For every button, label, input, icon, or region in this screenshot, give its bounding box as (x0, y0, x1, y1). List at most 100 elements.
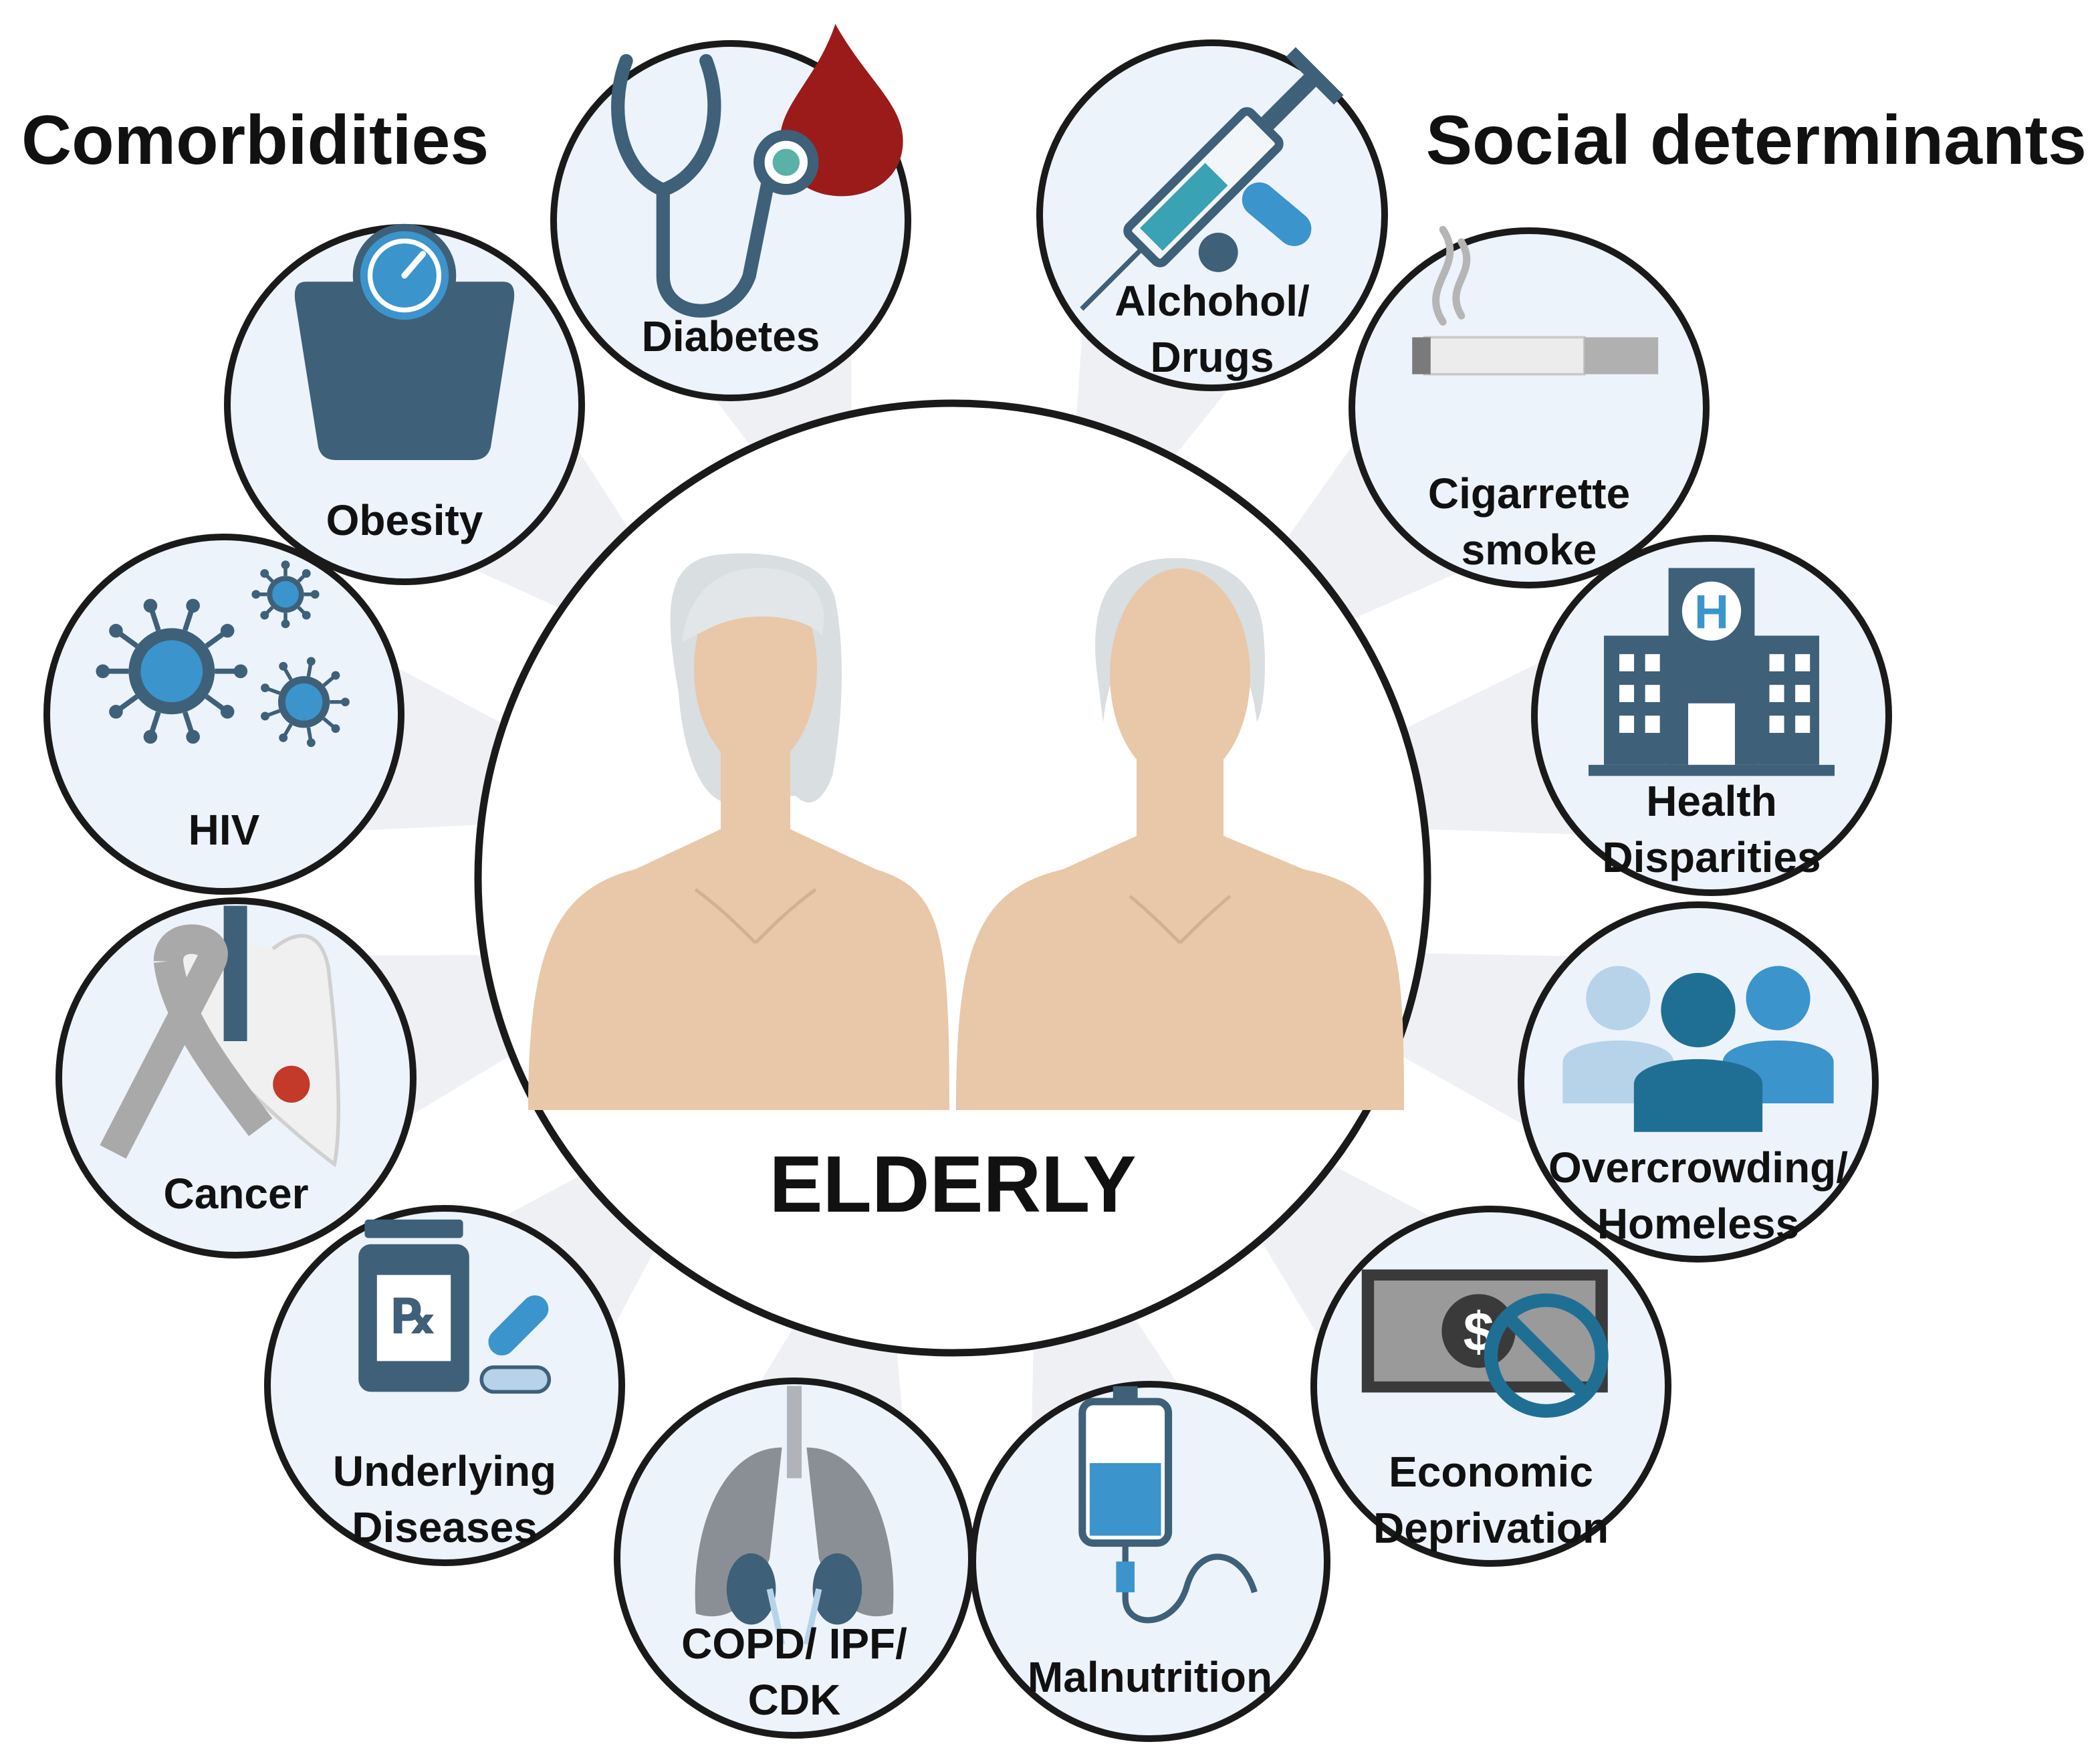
node-cancer: Cancer (55, 897, 417, 1258)
prescription-pills-icon: ℞ (358, 1219, 552, 1394)
node-cigarette-smoke: Cigarrette smoke (1349, 225, 1710, 588)
airway (786, 1386, 802, 1478)
person-head (1586, 966, 1651, 1030)
hospital-window (1795, 654, 1811, 671)
virus-spike-tip (281, 560, 290, 570)
hospital-base (1589, 764, 1835, 776)
node-label-economic-deprivation: Economic (1389, 1448, 1593, 1496)
virus-spike-tip (233, 664, 248, 679)
hospital-window (1619, 654, 1635, 671)
virus-spike-tip (261, 711, 269, 721)
cigarette-smoke-icon (1412, 225, 1659, 376)
comorbidities-heading: Comorbidities (21, 102, 489, 179)
money-prohibited-icon: $ (1361, 1269, 1609, 1418)
node-obesity: Obesity (224, 223, 585, 585)
capsule-pill-flat (479, 1365, 552, 1394)
hospital-building-icon: H (1589, 568, 1835, 776)
woman-hair-top (682, 568, 824, 642)
person-head (1661, 972, 1736, 1048)
man-collarbones (1129, 895, 1232, 944)
man-face (1110, 568, 1250, 782)
woman-silhouette (528, 553, 949, 1110)
node-label-diabetes: Diabetes (642, 312, 820, 360)
virus-spike-tip (186, 730, 200, 744)
node-label-economic-deprivation: Deprivation (1373, 1504, 1609, 1552)
virus-spike-tip (220, 705, 235, 719)
syringe (1080, 47, 1344, 311)
hospital-window (1795, 685, 1811, 702)
node-label-cigarette-smoke: smoke (1462, 526, 1597, 574)
node-label-alcohol-drugs: Alchohol/ (1115, 277, 1310, 325)
hospital-window (1645, 716, 1660, 733)
virus-spike-tip (281, 619, 290, 629)
hospital-window (1769, 654, 1784, 671)
node-label-health-disparities: Disparities (1602, 833, 1821, 881)
left-kidney (726, 1553, 776, 1625)
stethoscope-blood-drop-icon (611, 23, 903, 318)
node-label-cigarette-smoke: Cigarrette (1428, 469, 1630, 518)
virus-spike-tip (96, 664, 110, 679)
scale-needle (401, 251, 427, 279)
center-label: ELDERLY (769, 1139, 1136, 1229)
iv-fluid (1089, 1463, 1161, 1536)
syringe-pills-icon (1080, 47, 1344, 311)
node-circle-malnutrition (969, 1381, 1330, 1742)
virus-spike-tip (220, 623, 235, 638)
woman-neck (721, 749, 790, 836)
node-label-alcohol-drugs: Drugs (1151, 333, 1274, 381)
virus-spike-tip (302, 611, 311, 620)
node-label-copd-ipf-cdk: CDK (748, 1676, 841, 1724)
scale-body (294, 282, 515, 460)
capsule-pill (488, 1295, 549, 1356)
virus-spike-tip (310, 590, 320, 599)
node-label-health-disparities: Health (1646, 777, 1777, 825)
virus-spike-tip (331, 724, 340, 733)
hospital-sign (1681, 581, 1742, 641)
virus-spike-tip (109, 705, 123, 719)
round-pill (1198, 232, 1238, 272)
node-label-overcrowding-homeless: Homeless (1597, 1200, 1799, 1248)
virus-spike-tip (143, 598, 158, 613)
node-copd-ipf-cdk: COPD/ IPF/CDK (614, 1378, 975, 1739)
virus-spike-tip (143, 730, 158, 744)
virus-spike-tip (279, 733, 288, 742)
hospital-window (1619, 685, 1635, 702)
capsule-pill (1242, 182, 1312, 247)
stethoscope-tube (611, 53, 775, 318)
node-alcohol-drugs: Alchohol/Drugs (1036, 39, 1388, 391)
node-label-malnutrition: Malnutrition (1028, 1653, 1272, 1701)
virus-spike-tip (261, 683, 269, 693)
man-neck (1137, 756, 1223, 846)
right-kidney (812, 1553, 862, 1625)
virus-core (272, 580, 299, 608)
trachea (223, 905, 247, 1041)
iv-hanger (1113, 1386, 1138, 1402)
cancer-ribbon-lung-icon (100, 905, 340, 1168)
hospital-wing-left (1604, 635, 1672, 765)
node-label-hiv: HIV (189, 806, 260, 854)
syringe-plunger-end (1286, 47, 1344, 105)
virus-spike-tip (251, 590, 261, 599)
hospital-h-letter: H (1694, 586, 1729, 639)
prohibited-slash (1503, 1313, 1589, 1399)
node-label-overcrowding-homeless: Overcrowding/ (1548, 1143, 1848, 1192)
scale-dial-ring (367, 238, 442, 313)
node-label-cancer: Cancer (164, 1170, 309, 1218)
social-determinants-heading: Social determinants (1425, 102, 2087, 179)
node-label-underlying-diseases: Diseases (352, 1503, 538, 1551)
person-body (1633, 1059, 1763, 1132)
cigarette-filter (1584, 337, 1659, 374)
virus-large (96, 598, 248, 744)
man-shoulders (956, 836, 1404, 1110)
virus-spike-tip (186, 598, 200, 613)
cigarette-paper (1423, 336, 1586, 376)
lungs-kidneys-icon (695, 1386, 894, 1645)
rx-symbol: ℞ (392, 1289, 436, 1344)
cancer-ribbon (100, 924, 273, 1159)
virus-small-top (251, 560, 320, 629)
iv-drip-chamber (1116, 1561, 1135, 1593)
